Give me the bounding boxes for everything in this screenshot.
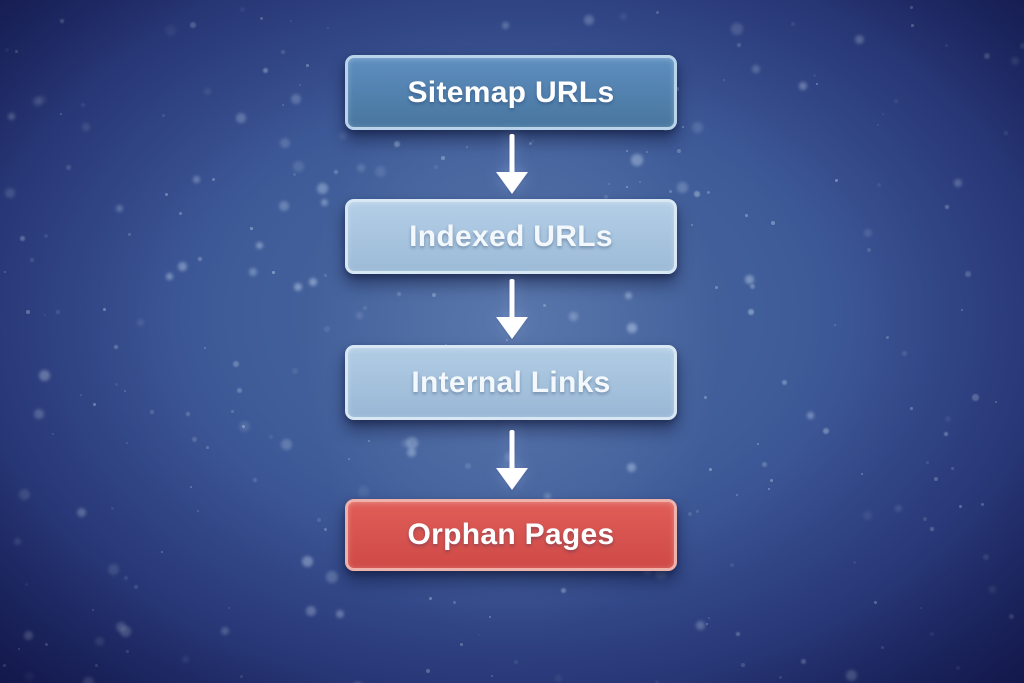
down-arrow-icon (496, 430, 528, 490)
node-label: Indexed URLs (409, 219, 613, 253)
node-label: Orphan Pages (407, 518, 615, 551)
node-label: Internal Links (411, 365, 611, 399)
node-indexed-urls: Indexed URLs (345, 199, 677, 274)
node-internal-links: Internal Links (345, 345, 677, 420)
node-label: Sitemap URLs (407, 75, 615, 109)
down-arrow-icon (496, 279, 528, 339)
node-sitemap-urls: Sitemap URLs (345, 55, 677, 130)
down-arrow-icon (496, 134, 528, 194)
node-orphan-pages: Orphan Pages (345, 499, 677, 571)
